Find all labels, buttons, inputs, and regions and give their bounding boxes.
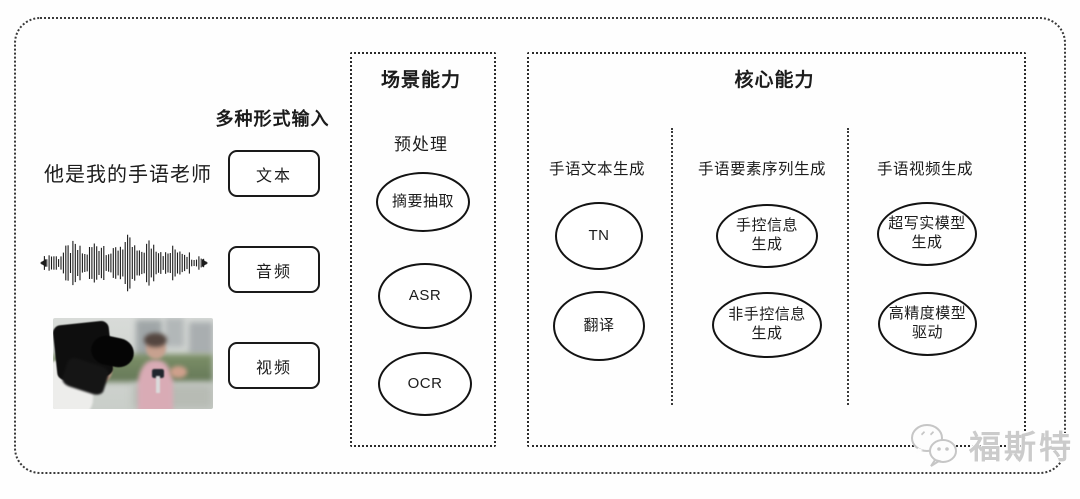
column-divider [847,128,849,405]
watermark: 福斯特 [905,420,1074,470]
photo-microphone [152,368,165,379]
input-type-label: 音频 [255,263,292,281]
watermark-text: 福斯特 [969,429,1075,465]
input-type-video-box: 视频 [228,342,320,389]
node-summary-extraction: 摘要抽取 [376,172,470,232]
node-hyperrealistic-model-generation: 超写实模型 生成 [877,202,977,266]
node-translation: 翻译 [553,291,645,361]
input-type-label: 文本 [255,167,292,185]
node-high-precision-model-driving: 高精度模型 驱动 [878,292,977,356]
outer-frame [14,17,1066,474]
input-type-label: 视频 [255,359,292,377]
text-input-example: 他是我的手语老师 [44,164,212,186]
column-label-element-sequence-generation: 手语要素序列生成 [697,161,826,178]
scene-panel-title: 场景能力 [380,70,461,91]
photo-reporter-hair [144,333,167,348]
input-type-text-box: 文本 [228,150,320,197]
node-non-manual-info-generation: 非手控信息 生成 [712,292,822,358]
input-type-audio-box: 音频 [228,246,320,293]
node-tn: TN [555,202,643,270]
preprocessing-label: 预处理 [394,135,448,154]
wechat-logo-icon [911,424,957,467]
photo-building [165,318,185,348]
column-label-text-generation: 手语文本生成 [548,161,645,178]
photo-reporter-body [137,359,173,409]
photo-microphone-handle [156,376,160,393]
scene-capability-panel [350,52,496,447]
column-divider [671,128,673,405]
node-ocr: OCR [378,352,472,416]
video-thumbnail-image [53,318,213,409]
node-asr: ASR [378,263,472,329]
core-capability-panel [527,52,1026,447]
photo-building [189,321,213,355]
column-label-video-generation: 手语视频生成 [876,161,973,178]
node-manual-info-generation: 手控信息 生成 [716,204,818,268]
core-panel-title: 核心能力 [734,70,815,91]
photo-reporter-arm [169,366,188,379]
audio-waveform-icon [40,232,208,294]
input-section-heading: 多种形式输入 [215,109,330,129]
